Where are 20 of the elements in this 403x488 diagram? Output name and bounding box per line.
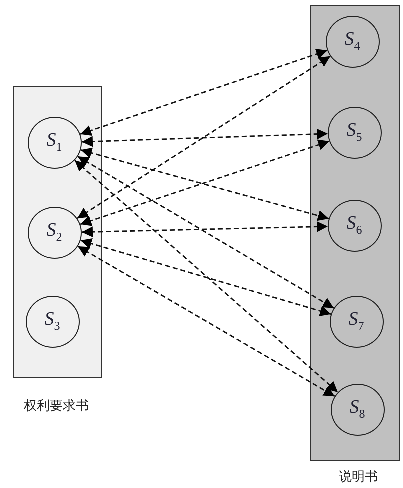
arrow bbox=[78, 246, 336, 398]
arrow bbox=[74, 160, 339, 393]
arrow bbox=[82, 128, 328, 148]
set-circle: S$_{1}$ bbox=[28, 116, 82, 168]
arrow bbox=[78, 156, 334, 309]
panel-heading: 说明书 bbox=[339, 469, 378, 486]
panel-heading: 权利要求书 bbox=[24, 398, 89, 415]
arrow bbox=[77, 56, 331, 220]
arrow bbox=[82, 221, 328, 238]
arrow bbox=[80, 238, 332, 317]
set-circle: S$_{2}$ bbox=[28, 206, 82, 258]
arrow bbox=[80, 140, 330, 226]
set-circle: S$_{3}$ bbox=[26, 296, 80, 348]
arrow bbox=[80, 148, 330, 222]
arrow bbox=[80, 48, 328, 136]
set-circle: S$_{7}$ bbox=[330, 296, 384, 348]
set-circle: S$_{6}$ bbox=[328, 200, 382, 252]
set-circle: S$_{8}$ bbox=[330, 384, 384, 436]
set-circle: S$_{4}$ bbox=[326, 16, 380, 68]
set-circle: S$_{5}$ bbox=[328, 106, 382, 158]
